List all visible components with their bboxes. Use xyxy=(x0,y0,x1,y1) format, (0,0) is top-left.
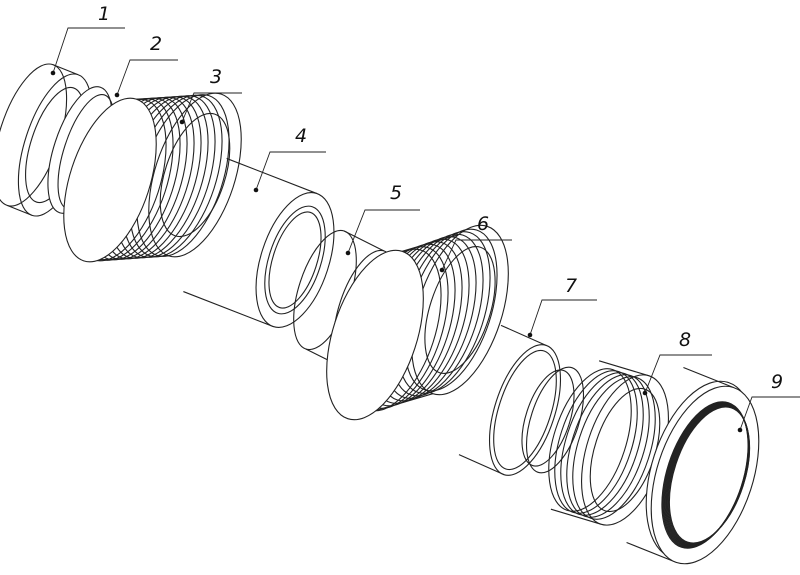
callout-1: 1 xyxy=(50,3,125,76)
leader-line xyxy=(52,27,125,74)
leader-dot xyxy=(50,70,56,76)
leader-line xyxy=(181,92,242,123)
callout-number: 5 xyxy=(390,182,402,204)
callout-number: 2 xyxy=(150,33,162,55)
part-3-threaded-body xyxy=(63,92,242,263)
leader-line xyxy=(116,59,178,96)
callout-number: 4 xyxy=(295,125,307,147)
leader-line xyxy=(529,299,597,336)
callout-5: 5 xyxy=(345,182,420,256)
leader-dot xyxy=(253,187,259,193)
callout-8: 8 xyxy=(642,329,712,396)
callout-7: 7 xyxy=(527,275,597,338)
leader-dot xyxy=(114,92,120,98)
callout-2: 2 xyxy=(114,33,178,98)
leader-dot xyxy=(439,267,445,273)
leader-line xyxy=(441,239,512,271)
part-9-union-nut xyxy=(626,366,760,565)
leader-line xyxy=(644,354,712,394)
callout-number: 3 xyxy=(210,66,222,88)
callout-number: 7 xyxy=(565,275,577,297)
leader-line xyxy=(739,396,800,431)
leader-dot xyxy=(179,119,185,125)
leader-line xyxy=(255,151,326,191)
callout-number: 8 xyxy=(679,329,691,351)
callout-number: 9 xyxy=(771,371,783,393)
part-4-compression-sleeve xyxy=(183,157,335,328)
callout-number: 6 xyxy=(477,213,489,235)
leader-dot xyxy=(737,427,743,433)
callout-6: 6 xyxy=(439,213,512,273)
callout-3: 3 xyxy=(179,66,242,125)
leader-line xyxy=(347,209,420,254)
callout-9: 9 xyxy=(737,371,800,433)
callout-number: 1 xyxy=(98,3,110,25)
part-6-threaded-body xyxy=(326,224,509,421)
leader-dot xyxy=(527,332,533,338)
leader-dot xyxy=(345,250,351,256)
part-7-split-ring xyxy=(458,324,585,476)
callout-4: 4 xyxy=(253,125,326,193)
leader-dot xyxy=(642,390,648,396)
